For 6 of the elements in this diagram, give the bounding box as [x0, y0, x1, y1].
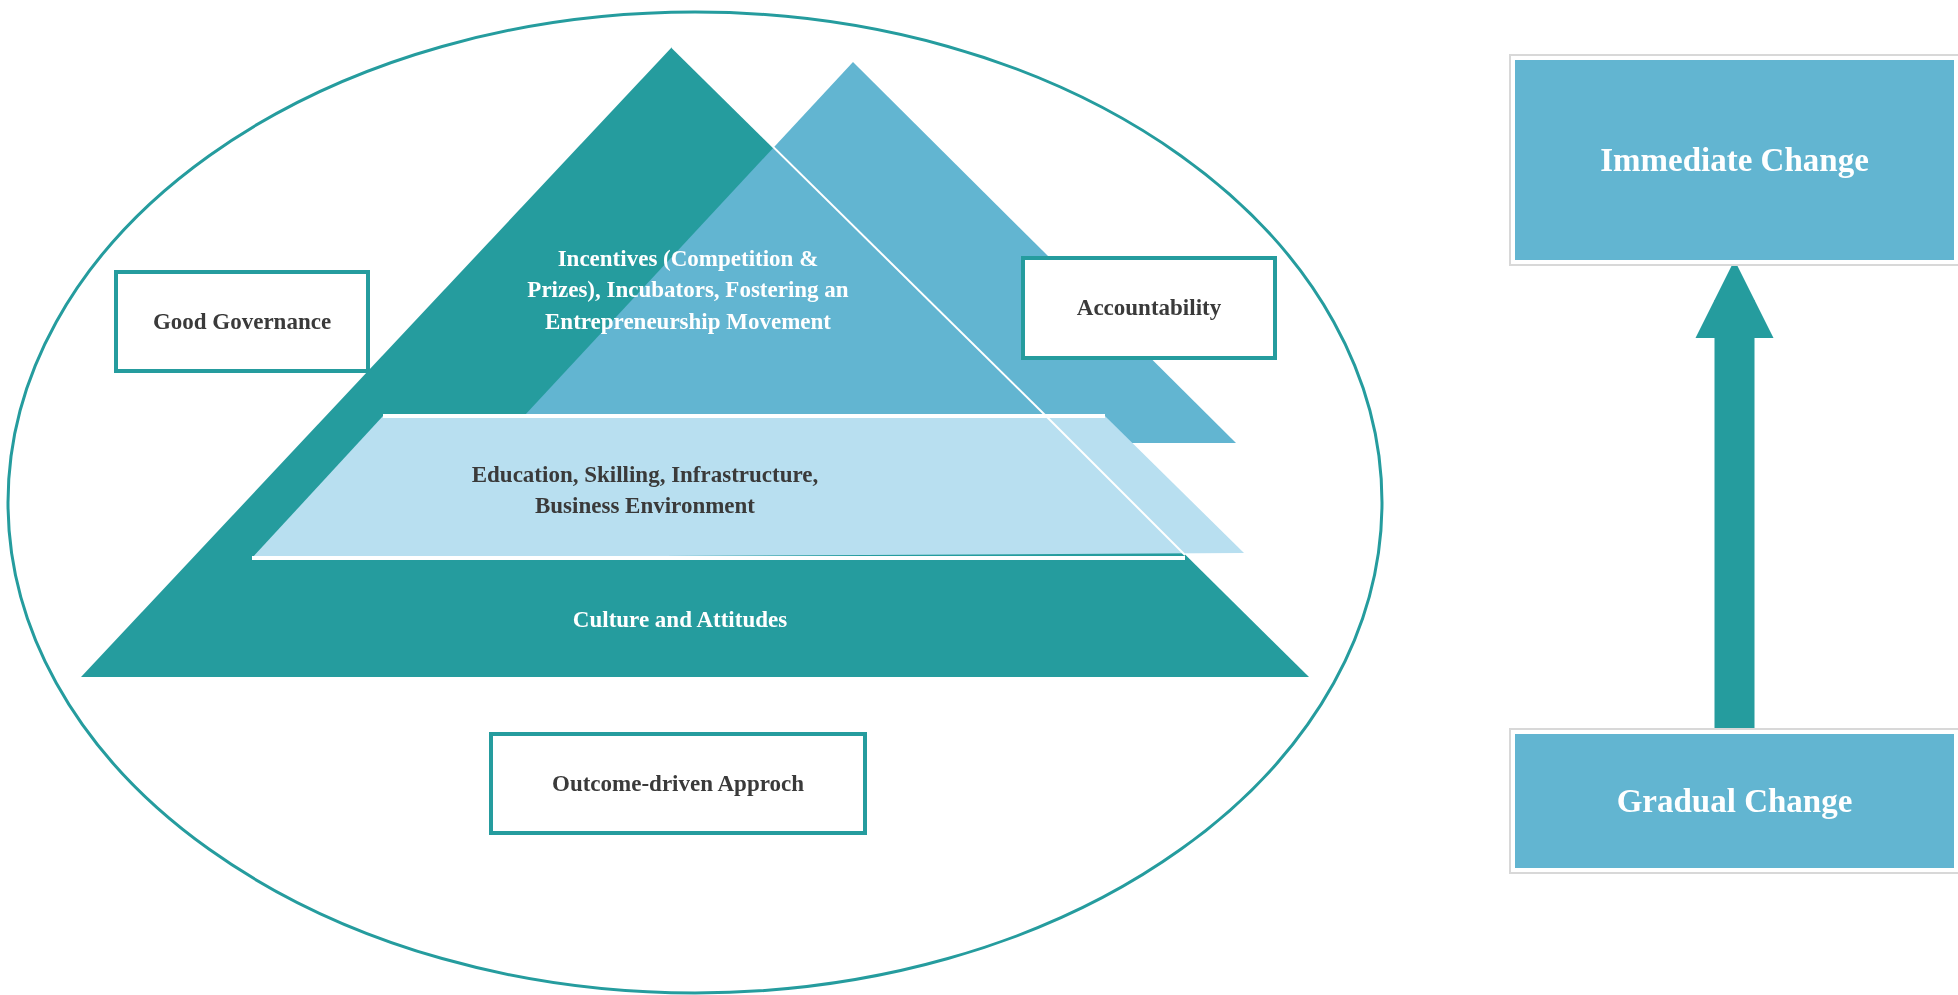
outlined-box: Accountability: [1021, 256, 1277, 360]
layer-label: Incentives (Competition & Prizes), Incubators, Fostering an Entrepreneurship Movement: [526, 245, 850, 336]
layer-label: Education, Skilling, Infrastructure, Business Environment: [470, 460, 820, 520]
outlined-box: Good Governance: [114, 270, 370, 373]
layer-label: Culture and Attitudes: [572, 606, 788, 635]
outlined-box: Outcome-driven Approch: [489, 732, 867, 835]
